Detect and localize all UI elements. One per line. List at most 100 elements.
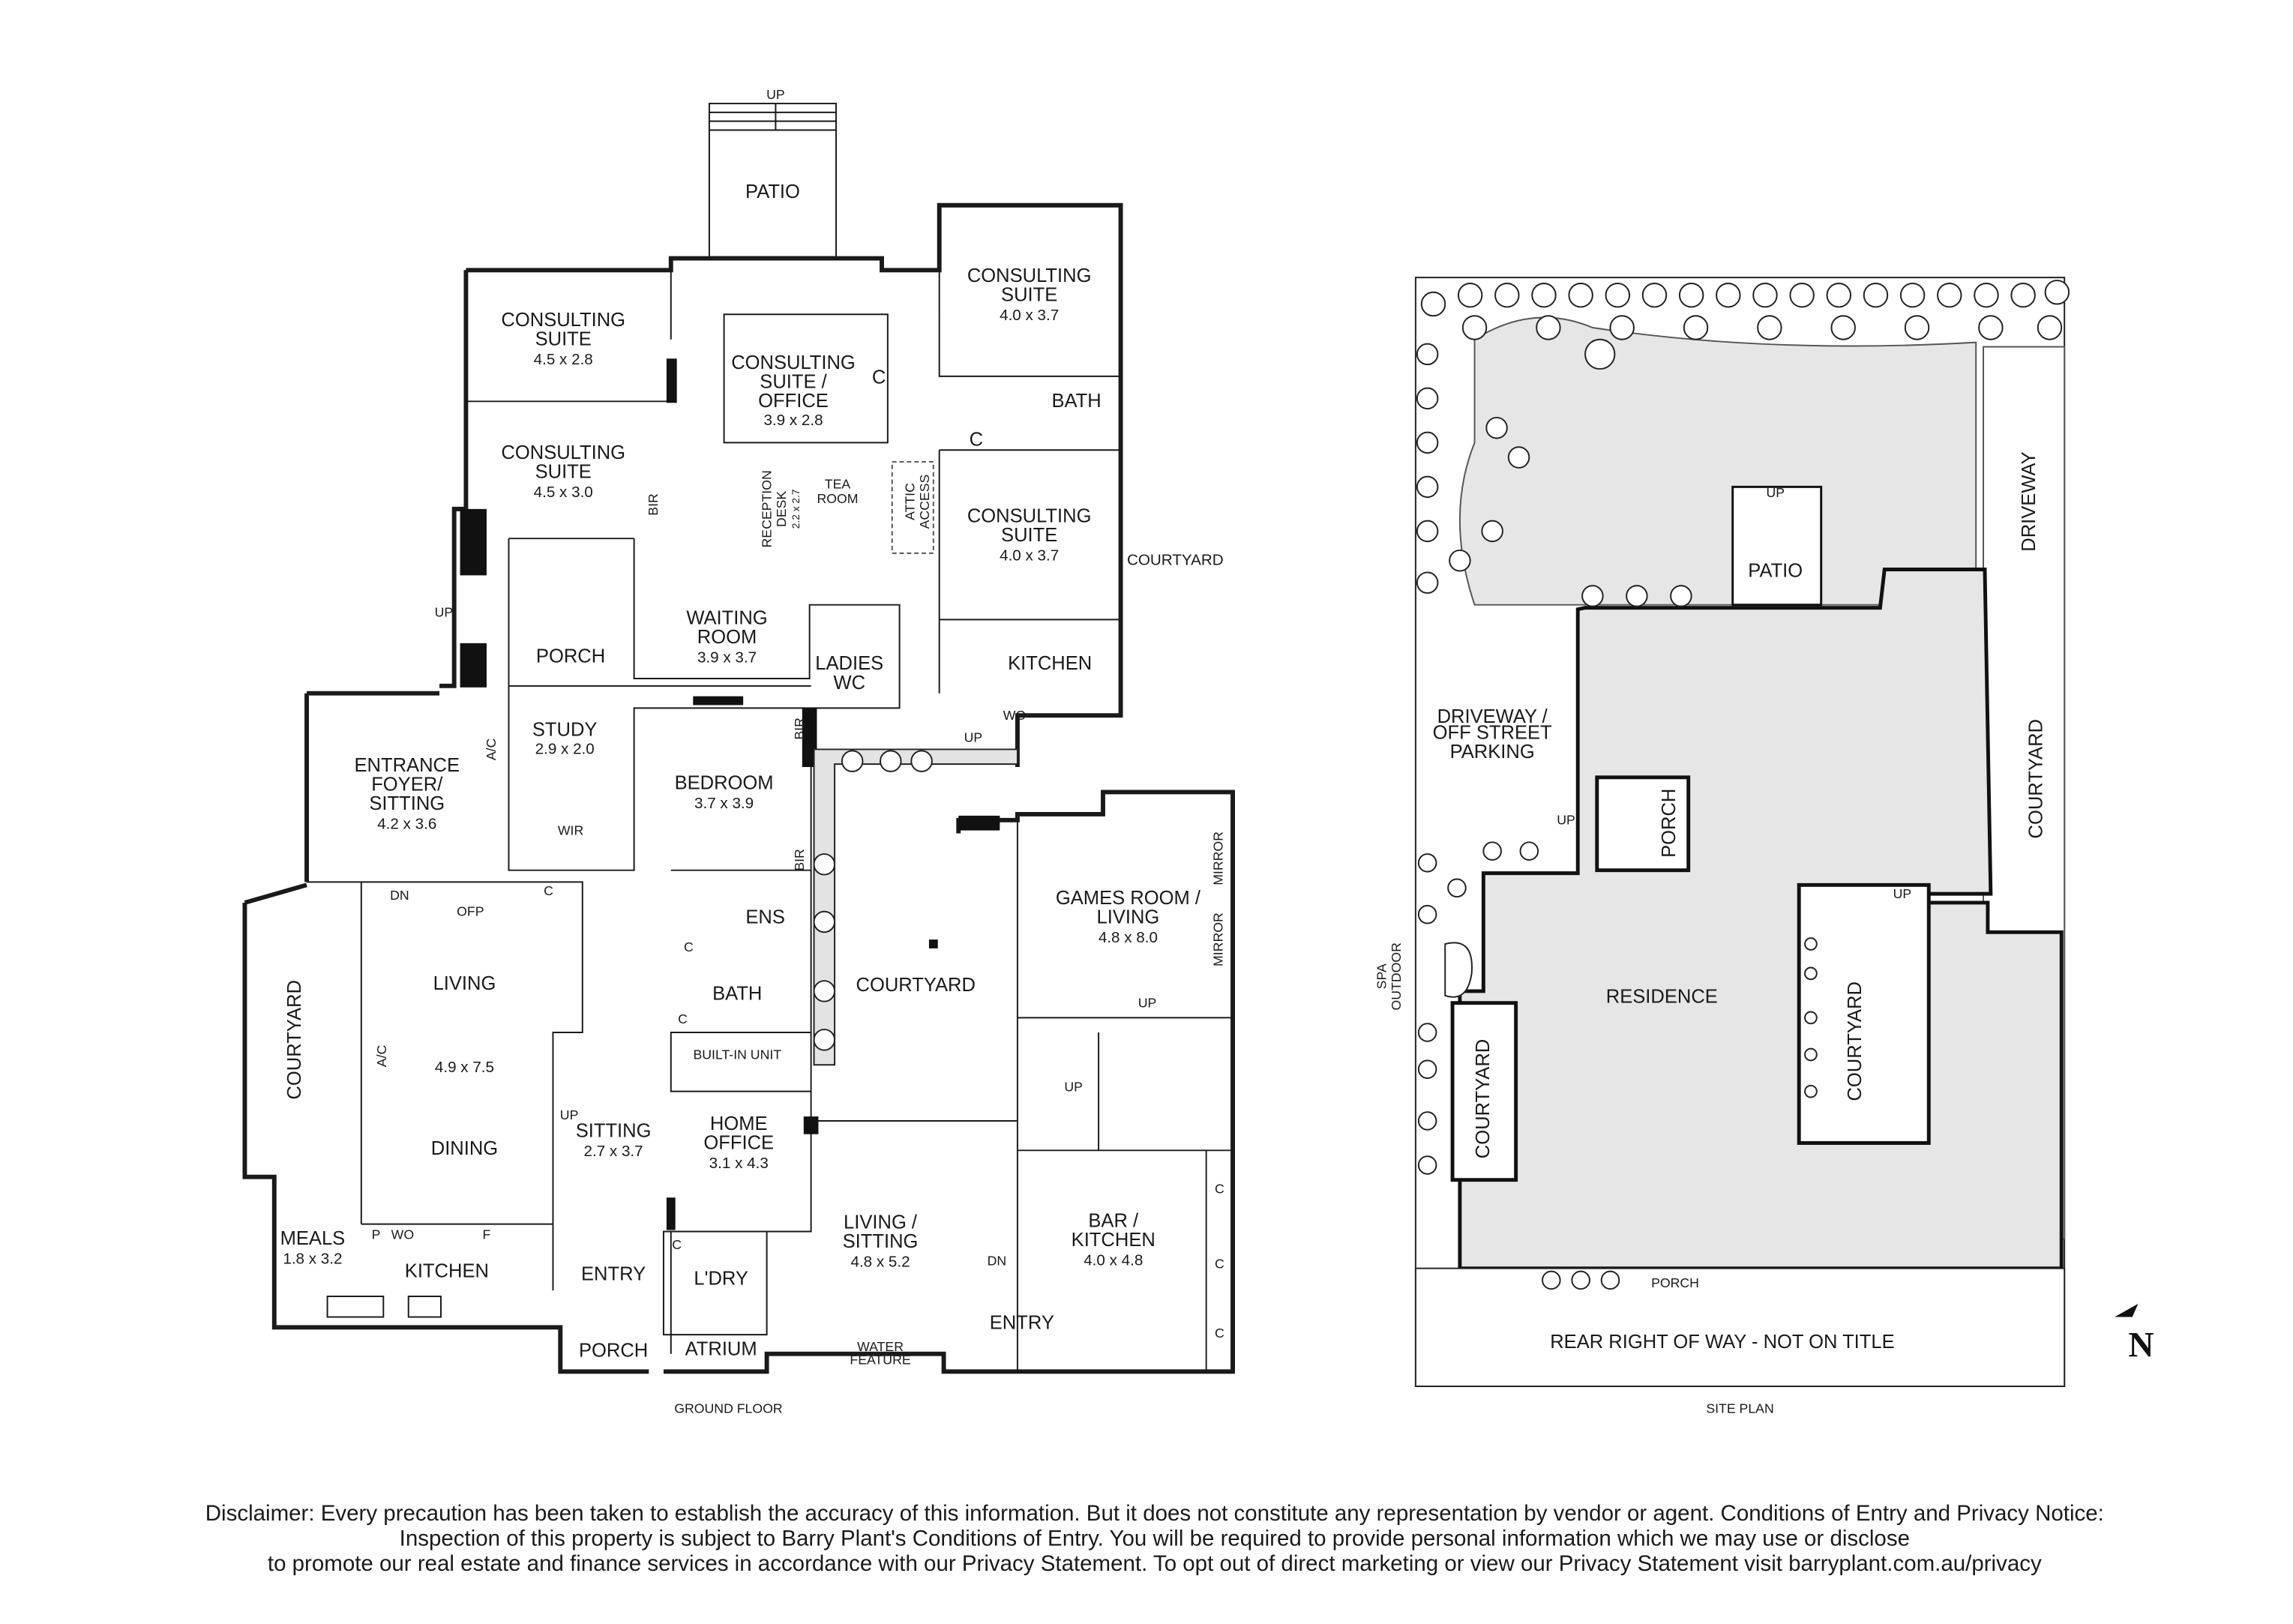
bedroom-dim: 3.7 x 3.9 (694, 795, 754, 812)
pantry-label: P (372, 1227, 381, 1242)
attic-label-2: ACCESS (917, 475, 932, 529)
ladies-wc-label: LADIES (815, 653, 883, 674)
parking-label-2: OFF STREET (1433, 723, 1552, 744)
site-up-label: UP (1766, 485, 1785, 500)
disclaimer-line-3: to promote our real estate and finance s… (268, 1551, 2042, 1576)
disclaimer-line-1: Disclaimer: Every precaution has been ta… (205, 1501, 2104, 1526)
wall-oven-label: WO (1003, 708, 1026, 723)
fridge-label: F (483, 1227, 491, 1242)
cupboard-label-3: C (544, 883, 553, 898)
bar-kitchen-dim: 4.0 x 4.8 (1084, 1252, 1143, 1269)
consulting-suite-4-dim: 4.0 x 3.7 (1000, 547, 1059, 565)
living-dim: 4.9 x 7.5 (435, 1059, 494, 1076)
consulting-suite-office-label: CONSULTING (731, 352, 856, 373)
site-plan: DRIVEWAY UP PATIO DRIVEWAY / OFF STREET … (1374, 277, 2154, 1416)
site-patio (1731, 485, 1823, 607)
cooktop-icon (326, 1296, 442, 1318)
courtyard-west-label: COURTYARD (284, 980, 305, 1099)
side-courtyard (1450, 1001, 1518, 1182)
cupboard-label: C (872, 367, 886, 388)
cupboard-label-8: C (1215, 1257, 1224, 1272)
kitchen-2-label: KITCHEN (405, 1260, 489, 1281)
rear-right-of-way (1414, 1267, 2066, 1387)
entrance-label-3: SITTING (369, 793, 445, 814)
sitting-dim: 2.7 x 3.7 (584, 1143, 643, 1160)
ac-label: A/C (484, 738, 499, 760)
living-sitting-dim: 4.8 x 5.2 (850, 1254, 910, 1271)
meals-dim: 1.8 x 3.2 (283, 1251, 342, 1268)
spa-label: SPA (1374, 963, 1389, 989)
disclaimer: Disclaimer: Every precaution has been ta… (205, 1501, 2104, 1576)
north-arrow-icon: N (2115, 1303, 2154, 1365)
bath-label: BATH (1051, 391, 1101, 412)
courtyard-central-label: COURTYARD (856, 975, 976, 996)
dn-label-2: DN (988, 1254, 1007, 1269)
disclaimer-line-2: Inspection of this property is subject t… (400, 1526, 1910, 1551)
ac-label-2: A/C (374, 1045, 389, 1068)
driveway-label: DRIVEWAY (2019, 451, 2040, 551)
patio-steps (709, 103, 837, 131)
up-label-3: UP (964, 730, 983, 745)
consulting-suite-2-dim: 4.5 x 3.0 (534, 484, 593, 501)
entry-2-label: ENTRY (990, 1312, 1054, 1333)
dining-label: DINING (431, 1138, 498, 1159)
up-label-2: UP (435, 604, 454, 619)
north-label: N (2128, 1326, 2154, 1365)
entrance-label: ENTRANCE (355, 755, 460, 776)
porch-2-label: PORCH (579, 1341, 648, 1362)
consulting-suite-office-label-2: SUITE / (760, 372, 827, 393)
consulting-suite-4-label: CONSULTING (967, 506, 1092, 527)
interior-walls (307, 270, 1233, 1372)
home-office-label-2: OFFICE (703, 1132, 774, 1153)
living-sitting-label: LIVING / (844, 1212, 918, 1233)
cupboard-label-9: C (1215, 1326, 1224, 1341)
consulting-suite-1-label: CONSULTING (501, 310, 625, 331)
site-courtyard-inner-label: COURTYARD (1845, 981, 1866, 1101)
parking-label-3: PARKING (1450, 742, 1535, 763)
ground-floor-plan: UP PATIO CONSULTING SUITE 4.5 x 2.8 CONS… (242, 87, 1235, 1416)
site-trees (1416, 280, 2070, 1290)
fireplace-label: OFP (457, 904, 484, 919)
site-porch (1595, 775, 1691, 873)
porch-label: PORCH (536, 646, 605, 667)
study-dim: 2.9 x 2.0 (535, 740, 595, 757)
games-room-label-2: LIVING (1097, 906, 1160, 927)
wir-label: WIR (558, 822, 583, 837)
games-room-label: GAMES ROOM / (1056, 888, 1201, 909)
bir-label: BIR (646, 493, 661, 516)
study-label: STUDY (532, 720, 598, 741)
ensuite-label: ENS (745, 906, 785, 927)
site-plan-caption: SITE PLAN (1706, 1401, 1773, 1416)
room-labels: UP PATIO CONSULTING SUITE 4.5 x 2.8 CONS… (280, 87, 1226, 1367)
site-up-label-3: UP (1893, 886, 1912, 901)
consulting-suite-3-dim: 4.0 x 3.7 (1000, 307, 1059, 324)
consulting-suite-3-label-2: SUITE (1001, 285, 1057, 306)
consulting-suite-2-label-2: SUITE (535, 462, 592, 483)
site-patio-label: PATIO (1748, 560, 1803, 581)
patio-label: PATIO (745, 181, 800, 202)
water-feature-label-2: FEATURE (850, 1352, 910, 1367)
dn-label: DN (390, 888, 409, 903)
water-feature-label: WATER (857, 1339, 904, 1354)
ladies-wc-label-2: WC (833, 673, 865, 694)
waiting-room-dim: 3.9 x 3.7 (697, 649, 757, 666)
kitchen-label: KITCHEN (1008, 653, 1092, 674)
consulting-suite-2-label: CONSULTING (501, 442, 625, 463)
cupboard-label-6: C (672, 1237, 682, 1252)
cupboard-label-7: C (1215, 1181, 1224, 1196)
games-room-dim: 4.8 x 8.0 (1099, 929, 1158, 946)
site-porch-label: PORCH (1659, 789, 1680, 858)
waiting-room-label-2: ROOM (697, 627, 757, 648)
mirror-label-2: MIRROR (1210, 912, 1225, 966)
home-office-dim: 3.1 x 4.3 (709, 1155, 769, 1172)
living-label: LIVING (433, 973, 496, 994)
consulting-suite-1-dim: 4.5 x 2.8 (534, 351, 593, 368)
built-in-unit-label: BUILT-IN UNIT (693, 1047, 781, 1062)
site-courtyard-right-label: COURTYARD (2026, 719, 2047, 838)
up-label-5: UP (1064, 1080, 1083, 1095)
consulting-suite-4-label-2: SUITE (1001, 525, 1057, 546)
ground-floor-caption: GROUND FLOOR (674, 1401, 782, 1416)
bir-label-3: BIR (792, 849, 807, 871)
entrance-label-2: FOYER/ (371, 774, 443, 795)
